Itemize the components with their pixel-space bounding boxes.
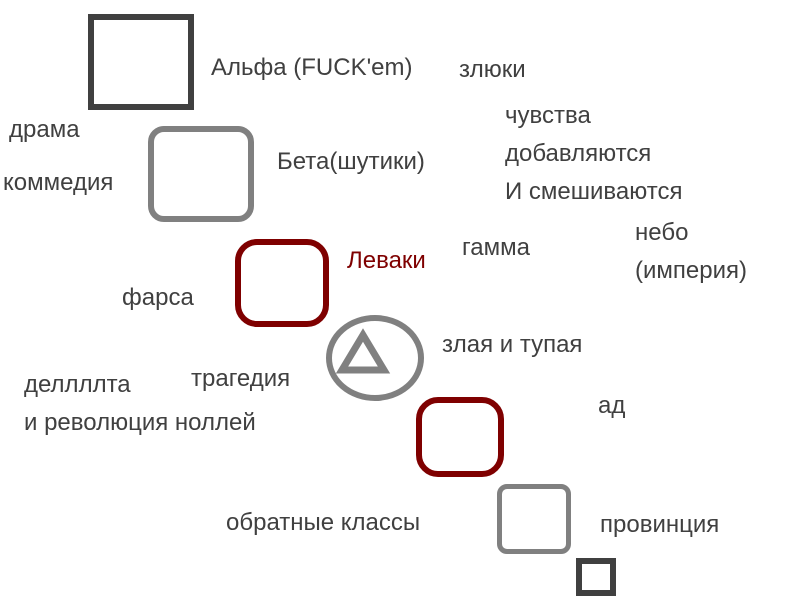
label-gamma: гамма <box>462 234 530 261</box>
label-delta: деллллта и революция ноллей <box>24 366 256 442</box>
label-tragedy: трагедия <box>191 365 291 392</box>
label-evil: злая и тупая <box>442 331 583 358</box>
label-leftists: Леваки <box>347 247 426 274</box>
label-feelings-line3: И смешиваются <box>505 178 683 205</box>
alpha-square <box>88 14 194 110</box>
label-feelings-line1: чувства <box>505 102 591 129</box>
label-feelings-line2: добавляются <box>505 140 652 167</box>
hell-rounded-square <box>416 397 504 477</box>
label-sky: небо (империя) <box>635 214 747 290</box>
triangle-icon <box>335 328 391 374</box>
bottom-square <box>576 558 616 596</box>
label-beta: Бета(шутики) <box>277 148 425 175</box>
label-comedy: коммедия <box>3 169 114 196</box>
label-province: провинция <box>600 511 720 538</box>
gamma-rounded-square <box>235 239 329 327</box>
label-feelings: чувства добавляются И смешиваются <box>505 97 682 211</box>
label-reverse: обратные классы <box>226 509 421 536</box>
label-sky-line2: (империя) <box>635 257 747 284</box>
label-alpha: Альфа (FUCK'em) <box>211 54 413 81</box>
label-zlyuki: злюки <box>459 56 526 83</box>
beta-rounded-square <box>148 126 254 222</box>
reverse-rounded-square <box>497 484 571 554</box>
label-delta-line1: деллллта <box>24 371 131 398</box>
delta-ellipse <box>326 315 424 401</box>
label-drama: драма <box>9 116 80 143</box>
label-sky-line1: небо <box>635 219 689 246</box>
label-delta-line2: и революция ноллей <box>24 409 256 436</box>
label-farce: фарса <box>122 284 194 311</box>
label-hell: ад <box>598 392 626 419</box>
